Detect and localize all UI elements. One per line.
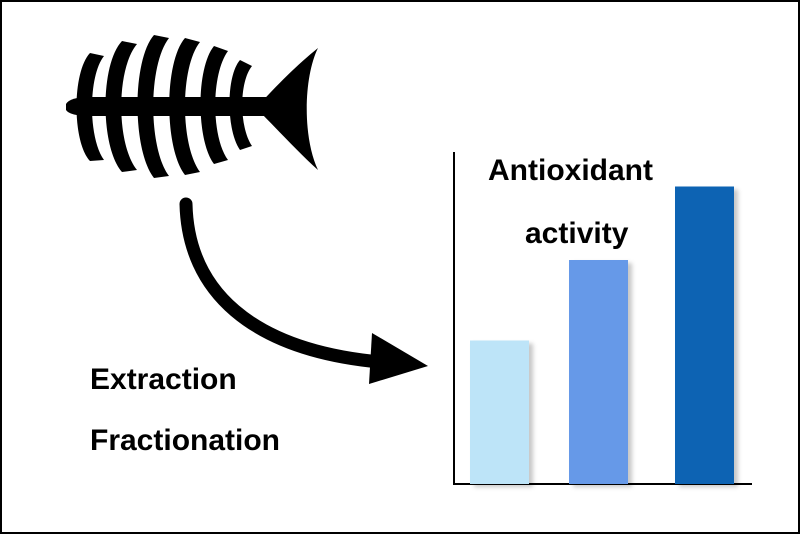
bar-1 [470, 340, 529, 484]
arrow-head [369, 333, 428, 384]
extraction-label: Extraction [90, 363, 237, 396]
arrow-shaft [179, 197, 387, 369]
chart-label-line1: Antioxidant [488, 154, 653, 187]
bar-chart [453, 152, 752, 485]
chart-label-line2: activity [525, 217, 629, 250]
bar-group [470, 186, 734, 484]
fractionation-label: Fractionation [90, 424, 280, 457]
bar-3 [675, 186, 734, 484]
fish-skeleton-icon [66, 35, 318, 178]
curved-arrow-icon [179, 197, 428, 384]
bar-2 [569, 260, 628, 484]
